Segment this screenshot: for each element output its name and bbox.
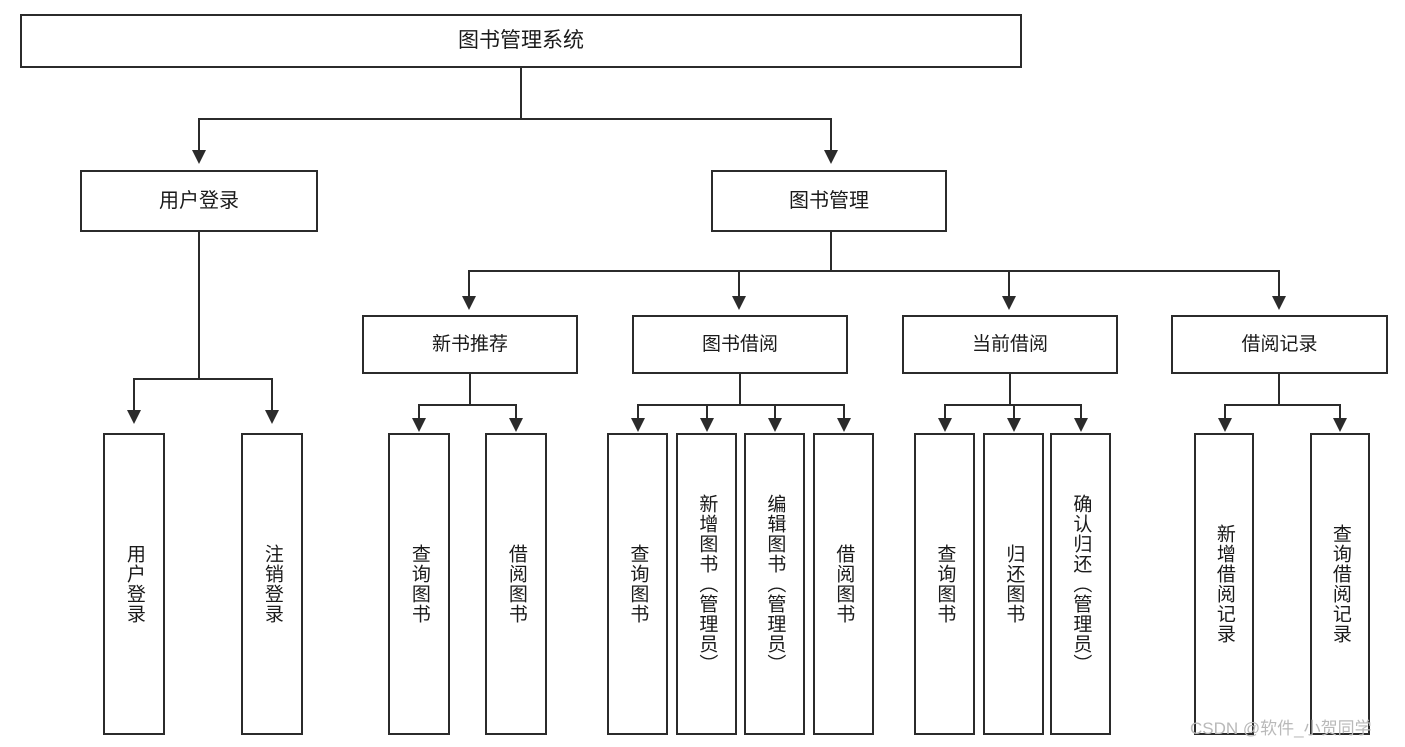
node-leaf-add-book-admin[interactable]: 新增图书（管理员）: [676, 433, 737, 735]
node-leaf-query-book-borrow[interactable]: 查询图书: [607, 433, 668, 735]
edge-new-book-recommend-stem: [469, 374, 471, 406]
node-leaf-borrow-book-borrow[interactable]: 借阅图书: [813, 433, 874, 735]
edge-user-login-bus: [133, 378, 272, 380]
arrow-to-borrow-record: [1272, 296, 1286, 310]
edge-br-to-leaf-1: [1224, 404, 1226, 424]
edge-bb-to-leaf-4: [843, 404, 845, 424]
node-label: 查询借阅记录: [1329, 524, 1351, 644]
edge-bb-to-leaf-2: [706, 404, 708, 424]
node-label: 查询图书: [934, 544, 956, 624]
node-label: 用户登录: [159, 189, 239, 212]
edge-bb-to-leaf-1: [637, 404, 639, 424]
edge-book-manage-to-lvl3-4: [1278, 270, 1280, 298]
node-leaf-query-borrow-record[interactable]: 查询借阅记录: [1310, 433, 1370, 735]
node-leaf-confirm-return-admin[interactable]: 确认归还（管理员）: [1050, 433, 1111, 735]
edge-root-to-book-manage: [830, 118, 832, 152]
arrow-to-current-borrow: [1002, 296, 1016, 310]
node-current-borrow[interactable]: 当前借阅: [902, 315, 1118, 374]
edge-user-login-to-leaf-1: [133, 378, 135, 412]
arrow-to-leaf-logout-login: [265, 410, 279, 424]
edge-book-manage-stem: [830, 232, 832, 272]
edge-cb-to-leaf-3: [1080, 404, 1082, 424]
edge-book-manage-bus: [468, 270, 1280, 272]
node-borrow-record[interactable]: 借阅记录: [1171, 315, 1388, 374]
edge-root-to-user-login: [198, 118, 200, 152]
arrow-to-leaf-edit-book: [768, 418, 782, 432]
node-leaf-return-book[interactable]: 归还图书: [983, 433, 1044, 735]
node-label: 图书管理: [789, 189, 869, 212]
node-label: 查询图书: [408, 544, 430, 624]
node-label: 借阅图书: [833, 544, 855, 624]
edge-new-book-recommend-bus: [418, 404, 517, 406]
node-leaf-borrow-book-recommend[interactable]: 借阅图书: [485, 433, 547, 735]
edge-current-borrow-stem: [1009, 374, 1011, 406]
node-leaf-logout-login[interactable]: 注销登录: [241, 433, 303, 735]
arrow-to-leaf-query-book-1: [412, 418, 426, 432]
edge-book-borrow-bus: [637, 404, 845, 406]
node-label: 借阅图书: [505, 544, 527, 624]
node-user-login[interactable]: 用户登录: [80, 170, 318, 232]
arrow-to-book-borrow: [732, 296, 746, 310]
edge-cb-to-leaf-1: [944, 404, 946, 424]
node-label: 新书推荐: [431, 333, 508, 355]
arrow-to-book-manage: [824, 150, 838, 164]
edge-bb-to-leaf-3: [774, 404, 776, 424]
edge-br-to-leaf-2: [1339, 404, 1341, 424]
edge-borrow-record-bus: [1224, 404, 1341, 406]
node-label: 查询图书: [627, 544, 649, 624]
edge-nbr-to-leaf-1: [418, 404, 420, 424]
arrow-to-leaf-user-login: [127, 410, 141, 424]
node-leaf-edit-book-admin[interactable]: 编辑图书（管理员）: [744, 433, 805, 735]
arrow-to-user-login: [192, 150, 206, 164]
edge-cb-to-leaf-2: [1013, 404, 1015, 424]
arrow-to-leaf-add-book: [700, 418, 714, 432]
edge-user-login-stem: [198, 232, 200, 380]
arrow-to-leaf-borrow-book-1: [509, 418, 523, 432]
edge-book-manage-to-lvl3-3: [1008, 270, 1010, 298]
node-leaf-user-login[interactable]: 用户登录: [103, 433, 165, 735]
node-label: 注销登录: [261, 544, 283, 624]
node-label: 新增借阅记录: [1213, 524, 1235, 644]
node-label: 借阅记录: [1241, 333, 1318, 355]
edge-borrow-record-stem: [1278, 374, 1280, 406]
node-label: 用户登录: [123, 544, 145, 624]
arrow-to-leaf-add-record: [1218, 418, 1232, 432]
edge-book-manage-to-lvl3-2: [738, 270, 740, 298]
node-label: 确认归还（管理员）: [1070, 494, 1092, 674]
node-root-book-management-system[interactable]: 图书管理系统: [20, 14, 1022, 68]
arrow-to-leaf-confirm-return: [1074, 418, 1088, 432]
arrow-to-leaf-borrow-book-2: [837, 418, 851, 432]
node-book-management[interactable]: 图书管理: [711, 170, 947, 232]
edge-user-login-to-leaf-2: [271, 378, 273, 412]
edge-root-bus: [198, 118, 832, 120]
node-label: 图书借阅: [701, 333, 778, 355]
node-leaf-query-book-recommend[interactable]: 查询图书: [388, 433, 450, 735]
node-label: 归还图书: [1003, 544, 1025, 624]
node-new-book-recommend[interactable]: 新书推荐: [362, 315, 578, 374]
arrow-to-leaf-query-book-2: [631, 418, 645, 432]
node-label: 新增图书（管理员）: [696, 494, 718, 674]
node-label: 当前借阅: [971, 333, 1048, 355]
arrow-to-leaf-query-book-3: [938, 418, 952, 432]
node-label: 编辑图书（管理员）: [764, 494, 786, 674]
node-label: 图书管理系统: [458, 28, 584, 52]
edge-root-stem: [520, 68, 522, 118]
edge-nbr-to-leaf-2: [515, 404, 517, 424]
node-leaf-add-borrow-record[interactable]: 新增借阅记录: [1194, 433, 1254, 735]
edge-book-borrow-stem: [739, 374, 741, 406]
arrow-to-new-book-recommend: [462, 296, 476, 310]
edge-book-manage-to-lvl3-1: [468, 270, 470, 298]
arrow-to-leaf-query-record: [1333, 418, 1347, 432]
node-book-borrow[interactable]: 图书借阅: [632, 315, 848, 374]
node-leaf-query-book-current[interactable]: 查询图书: [914, 433, 975, 735]
arrow-to-leaf-return-book: [1007, 418, 1021, 432]
